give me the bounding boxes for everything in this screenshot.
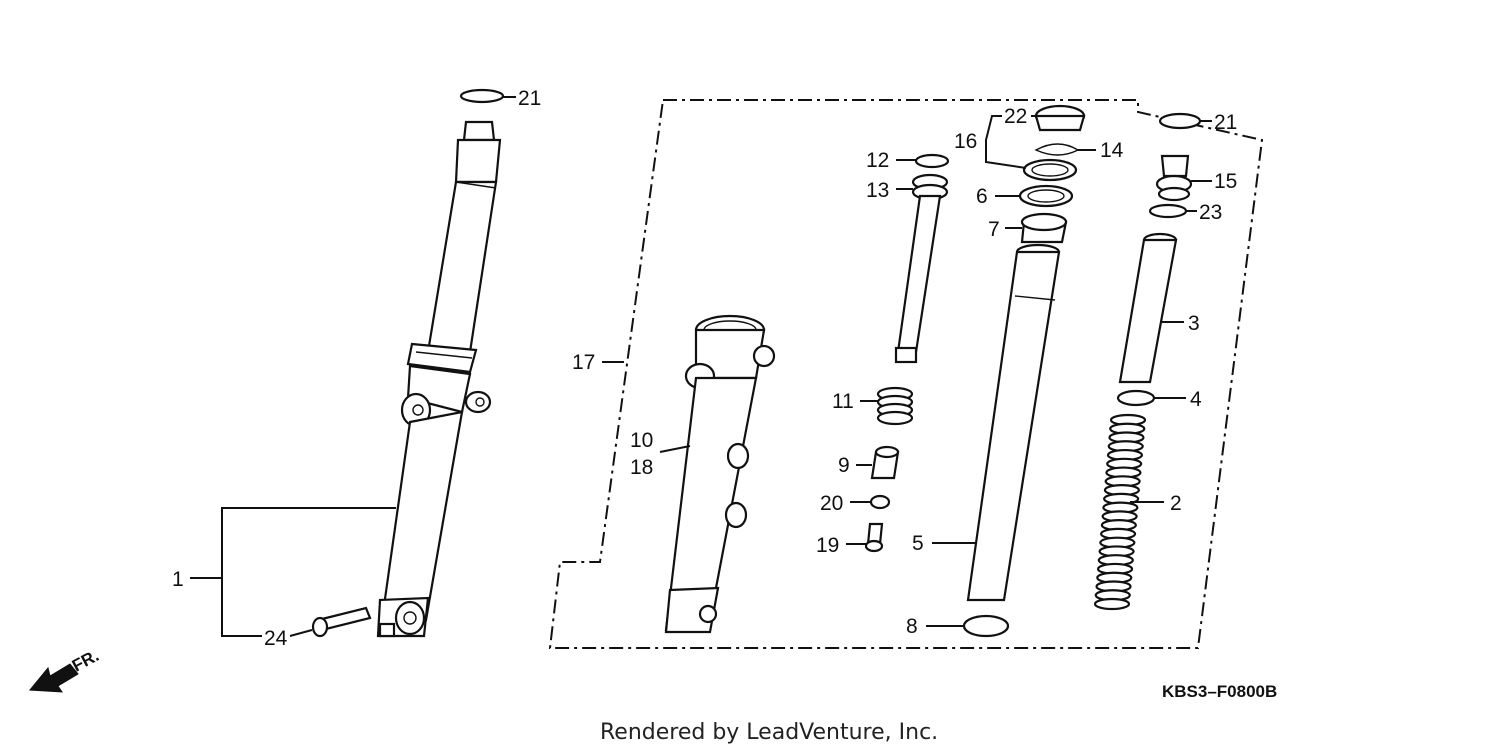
callout-7: 7 — [988, 218, 1000, 241]
damper-rod-assembly — [864, 153, 950, 553]
diagram-code: KBS3–F0800B — [1162, 682, 1277, 701]
fork-slider — [664, 314, 776, 634]
callout-9: 9 — [838, 454, 850, 477]
callout-5: 5 — [912, 532, 924, 555]
callout-10: 10 — [630, 429, 653, 452]
callout-19: 19 — [816, 534, 839, 557]
leader-lines — [190, 96, 1212, 637]
callout-labels: 21 21 22 16 14 12 13 6 7 15 23 3 4 2 17 … — [172, 87, 1237, 650]
callout-23: 23 — [1199, 201, 1222, 224]
callout-14: 14 — [1100, 139, 1124, 162]
callout-1: 1 — [172, 568, 184, 591]
rebound-spring — [876, 386, 914, 426]
callout-21-left: 21 — [518, 87, 541, 110]
callout-18: 18 — [630, 456, 653, 479]
callout-13: 13 — [866, 179, 889, 202]
callout-17: 17 — [572, 351, 595, 374]
assembled-fork — [311, 88, 505, 638]
callout-3: 3 — [1188, 312, 1200, 335]
fork-spring — [1093, 413, 1147, 611]
callout-8: 8 — [906, 615, 918, 638]
render-credit: Rendered by LeadVenture, Inc. — [600, 720, 938, 745]
callout-20: 20 — [820, 492, 843, 515]
callout-12: 12 — [866, 149, 889, 172]
kit-boundary — [548, 99, 1264, 649]
callout-4: 4 — [1190, 388, 1202, 411]
callout-11: 11 — [832, 390, 854, 413]
callout-15: 15 — [1214, 170, 1237, 193]
callout-2: 2 — [1170, 492, 1182, 515]
spring-stack — [1093, 112, 1202, 611]
front-direction-arrow: FR. — [28, 646, 102, 693]
callout-24: 24 — [264, 627, 288, 650]
callout-6: 6 — [976, 185, 988, 208]
callout-16: 16 — [954, 130, 977, 153]
callout-22: 22 — [1004, 105, 1027, 128]
spring-coil — [1093, 597, 1131, 611]
callout-21-right: 21 — [1214, 111, 1237, 134]
front-arrow-icon — [28, 663, 79, 693]
